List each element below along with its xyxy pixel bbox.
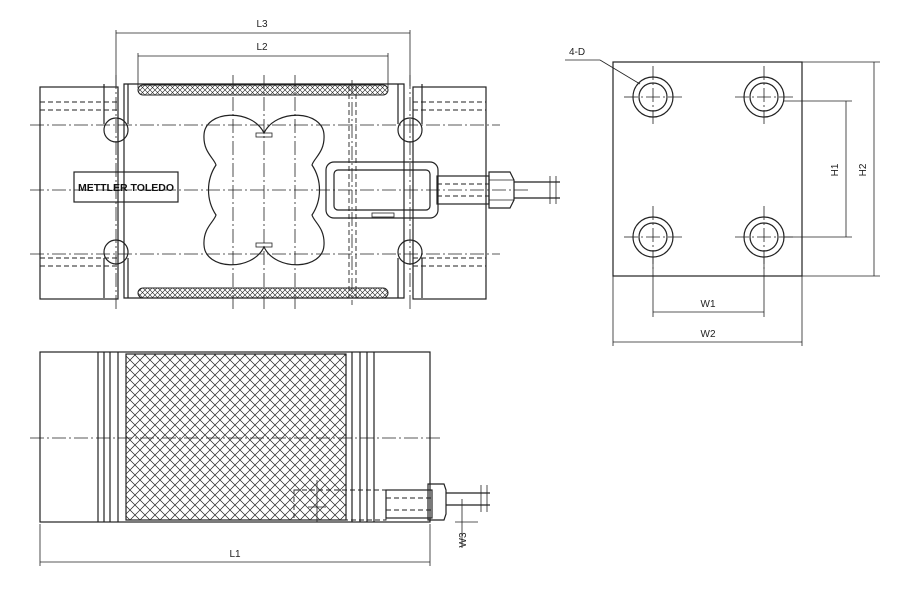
side-cable-connector	[293, 480, 490, 522]
dimension-w2: W2	[612, 276, 803, 346]
dimension-h1: H1	[784, 100, 852, 238]
side-hatched-area	[125, 353, 347, 521]
bottom-hatched-strip	[137, 287, 389, 299]
label-h2: H2	[858, 163, 869, 176]
dimension-w1: W1	[652, 257, 765, 317]
label-w1: W1	[701, 299, 716, 310]
dimension-l2: L2	[137, 42, 389, 88]
dimension-l3: L3	[115, 19, 411, 86]
main-body-outline	[123, 83, 405, 299]
right-end-block	[412, 86, 487, 300]
label-l1: L1	[229, 549, 241, 560]
end-view: 4-D H1 H2 W1 W2	[565, 47, 880, 346]
top-hatched-strip	[137, 84, 389, 96]
dimension-l1: L1	[39, 524, 431, 566]
label-h1: H1	[830, 163, 841, 176]
hole-callout: 4-D	[565, 47, 641, 85]
label-hole-callout: 4-D	[569, 47, 585, 58]
label-w3: W3	[458, 532, 469, 547]
label-w2: W2	[701, 329, 716, 340]
left-end-block	[39, 86, 119, 300]
dimension-h2: H2	[802, 61, 880, 277]
label-l2: L2	[256, 42, 268, 53]
label-l3: L3	[256, 19, 268, 30]
side-body-outline	[39, 351, 431, 523]
brand-label-box	[73, 171, 179, 203]
side-view: W3 L1	[30, 351, 490, 566]
end-plate-outline	[612, 61, 803, 277]
brand-label: METTLER TOLEDO	[78, 182, 174, 194]
dimension-w3: W3	[455, 499, 478, 548]
top-view: METTLER TOLEDO	[30, 19, 560, 310]
